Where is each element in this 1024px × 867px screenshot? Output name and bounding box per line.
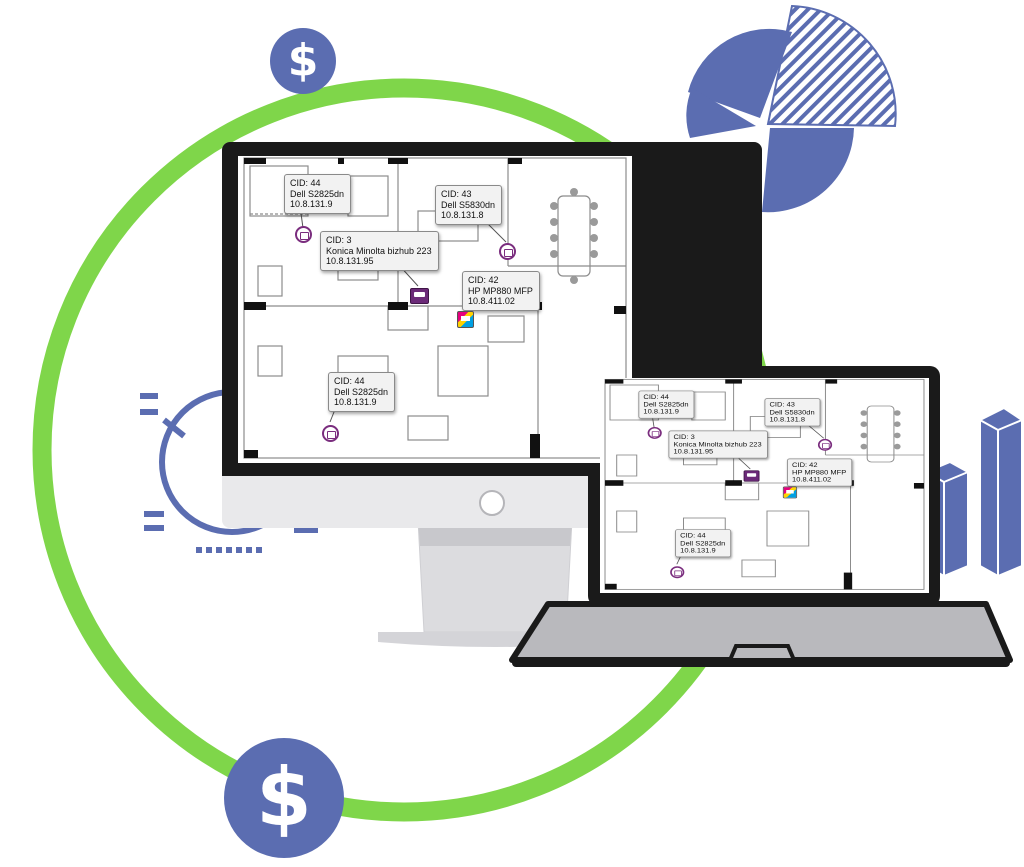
printer-icon[interactable] bbox=[322, 425, 339, 442]
printer-icon[interactable] bbox=[817, 438, 833, 451]
dollar-icon: $ bbox=[270, 28, 336, 94]
pie-chart-icon bbox=[664, 4, 897, 236]
device-model: Dell S2825dn bbox=[334, 386, 389, 397]
floor-plan: CID: 44 Dell S2825dn 10.8.131.9 CID: 43 … bbox=[600, 378, 929, 593]
device-cid: CID: 42 bbox=[468, 275, 499, 285]
device-tooltip[interactable]: CID: 42 HP MP880 MFP 10.8.411.02 bbox=[462, 271, 540, 311]
device-ip: 10.8.131.9 bbox=[290, 199, 333, 209]
device-tooltip[interactable]: CID: 3 Konica Minolta bizhub 223 10.8.13… bbox=[320, 231, 439, 271]
device-ip: 10.8.411.02 bbox=[792, 476, 832, 483]
device-ip: 10.8.131.9 bbox=[334, 397, 377, 407]
printer-icon[interactable] bbox=[295, 226, 312, 243]
device-ip: 10.8.131.95 bbox=[326, 256, 374, 266]
floor-plan: CID: 44 Dell S2825dn 10.8.131.9 CID: 43 … bbox=[238, 156, 632, 463]
printer-icon[interactable] bbox=[670, 566, 685, 579]
device-tooltip[interactable]: CID: 44 Dell S2825dn 10.8.131.9 bbox=[328, 372, 396, 412]
multifunction-printer-icon[interactable] bbox=[410, 288, 429, 304]
device-cid: CID: 44 bbox=[643, 393, 669, 401]
multifunction-printer-icon[interactable] bbox=[743, 470, 760, 482]
device-cid: CID: 44 bbox=[680, 532, 706, 539]
device-tooltip[interactable]: CID: 43 Dell S5830dn 10.8.131.8 bbox=[435, 185, 503, 225]
monitor-screen: CID: 44 Dell S2825dn 10.8.131.9 CID: 43 … bbox=[238, 156, 632, 463]
laptop-screen: CID: 44 Dell S2825dn 10.8.131.9 CID: 43 … bbox=[600, 378, 929, 593]
device-cid: CID: 43 bbox=[769, 401, 795, 409]
dollar-icon: $ bbox=[224, 738, 344, 858]
device-cid: CID: 44 bbox=[334, 376, 365, 386]
floor-plan-drawing bbox=[604, 378, 925, 590]
printer-icon[interactable] bbox=[499, 243, 516, 260]
color-printer-icon[interactable] bbox=[457, 311, 474, 328]
device-model: Dell S5830dn bbox=[769, 408, 815, 416]
device-model: Dell S2825dn bbox=[680, 539, 726, 547]
device-model: HP MP880 MFP bbox=[792, 468, 847, 476]
device-tooltip[interactable]: CID: 42 HP MP880 MFP 10.8.411.02 bbox=[787, 458, 853, 487]
device-tooltip[interactable]: CID: 3 Konica Minolta bizhub 223 10.8.13… bbox=[668, 430, 768, 459]
device-cid: CID: 44 bbox=[290, 178, 321, 188]
device-ip: 10.8.131.8 bbox=[769, 415, 806, 423]
device-tooltip[interactable]: CID: 44 Dell S2825dn 10.8.131.9 bbox=[638, 390, 695, 419]
dollar-symbol: $ bbox=[287, 35, 319, 86]
device-ip: 10.8.131.95 bbox=[673, 448, 714, 455]
device-ip: 10.8.131.9 bbox=[680, 546, 716, 554]
device-tooltip[interactable]: CID: 44 Dell S2825dn 10.8.131.9 bbox=[284, 174, 352, 214]
device-ip: 10.8.411.02 bbox=[468, 296, 515, 306]
device-tooltip[interactable]: CID: 44 Dell S2825dn 10.8.131.9 bbox=[675, 529, 732, 557]
device-cid: CID: 3 bbox=[326, 235, 352, 245]
device-cid: CID: 43 bbox=[441, 189, 472, 199]
printer-icon[interactable] bbox=[647, 427, 662, 439]
device-model: Dell S2825dn bbox=[290, 188, 345, 199]
device-tooltip[interactable]: CID: 43 Dell S5830dn 10.8.131.8 bbox=[764, 398, 821, 426]
device-model: HP MP880 MFP bbox=[468, 285, 533, 296]
dollar-symbol: $ bbox=[256, 751, 312, 844]
device-cid: CID: 42 bbox=[792, 461, 818, 469]
device-model: Konica Minolta bizhub 223 bbox=[326, 245, 432, 256]
device-model: Konica Minolta bizhub 223 bbox=[673, 440, 762, 448]
device-model: Dell S5830dn bbox=[441, 199, 496, 210]
device-model: Dell S2825dn bbox=[643, 400, 689, 408]
device-cid: CID: 3 bbox=[673, 433, 695, 441]
device-ip: 10.8.131.9 bbox=[643, 408, 679, 416]
power-button[interactable] bbox=[479, 490, 505, 516]
device-ip: 10.8.131.8 bbox=[441, 210, 484, 220]
color-printer-icon[interactable] bbox=[782, 486, 798, 499]
